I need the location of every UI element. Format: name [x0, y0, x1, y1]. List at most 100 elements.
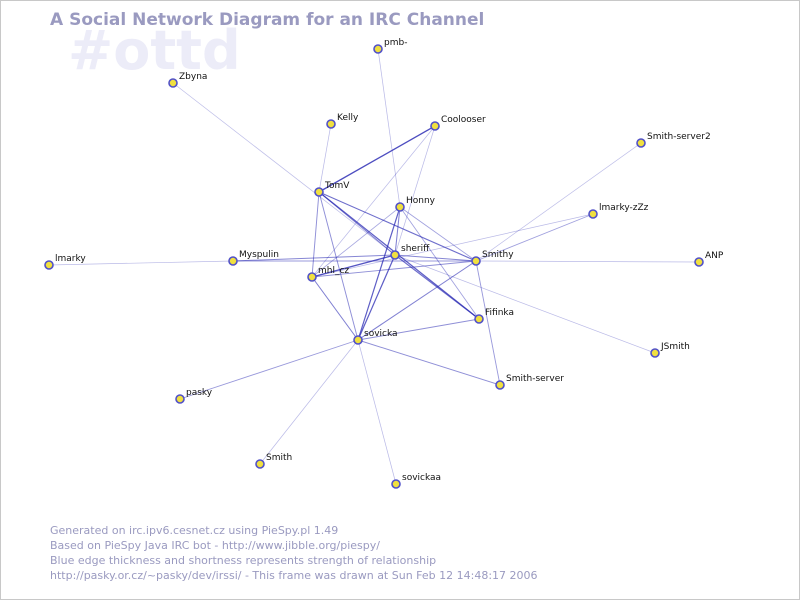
edge-smithy-sovicka [357, 260, 477, 341]
node-marker [168, 78, 178, 88]
edge-tomv-coolooser [318, 125, 436, 193]
edge-sheriff-jsmith [394, 254, 656, 354]
edge-mhl-cz-imarky-zzz [311, 213, 594, 278]
node-kelly: Kelly [326, 113, 359, 129]
node-honny: Honny [395, 196, 436, 212]
edge-sovicka-pasky [179, 339, 359, 400]
footer-line-generated: Generated on irc.ipv6.cesnet.cz using Pi… [50, 524, 339, 537]
node-label: pmb- [384, 38, 407, 48]
node-marker [694, 257, 704, 267]
node-label: pasky [186, 388, 213, 398]
node-label: ANP [705, 251, 724, 261]
node-sheriff: sheriff [390, 244, 430, 260]
footer: Generated on irc.ipv6.cesnet.cz using Pi… [50, 523, 538, 583]
footer-line-drawn-at: http://pasky.or.cz/~pasky/dev/irssi/ - T… [50, 569, 538, 582]
node-sovickaa: sovickaa [391, 473, 441, 489]
edge-smithy-mhl-cz [311, 260, 477, 278]
edge-tomv-mhl-cz [311, 191, 320, 278]
channel-watermark: #ottd [68, 19, 241, 82]
node-label: Fifinka [485, 308, 514, 318]
node-pasky: pasky [175, 388, 213, 404]
edge-sovicka-sovickaa [357, 339, 397, 485]
node-marker [390, 250, 400, 260]
node-pmb: pmb- [373, 38, 407, 54]
node-marker [471, 256, 481, 266]
node-label: Kelly [337, 113, 359, 123]
node-marker [395, 202, 405, 212]
node-mhl-cz: mhl_cz [307, 266, 349, 282]
node-marker [588, 209, 598, 219]
node-label: Smith-server [506, 374, 564, 384]
edges-layer [48, 48, 700, 485]
node-label: Smithy [482, 250, 514, 260]
edge-honny-sovicka [357, 206, 401, 341]
node-jsmith: JSmith [650, 342, 690, 358]
edge-sheriff-myspulin [232, 254, 396, 262]
edge-honny-smithy [399, 206, 477, 262]
edge-tomv-kelly [318, 123, 332, 193]
node-marker [430, 121, 440, 131]
node-marker [636, 138, 646, 148]
node-marker [495, 380, 505, 390]
edge-sheriff-zbyna [172, 82, 396, 256]
edge-smithy-smith-server2 [475, 142, 642, 262]
node-label: mhl_cz [318, 266, 349, 276]
node-label: lmarky [55, 254, 86, 264]
node-marker [44, 260, 54, 270]
node-label: Zbyna [179, 72, 207, 82]
node-marker [175, 394, 185, 404]
node-label: JSmith [660, 342, 690, 352]
node-zbyna: Zbyna [168, 72, 207, 88]
node-label: TomV [324, 181, 350, 191]
node-marker [326, 119, 336, 129]
node-label: Coolooser [441, 115, 486, 125]
edge-smithy-anp [475, 260, 700, 263]
node-smithy: Smithy [471, 250, 514, 266]
edge-tomv-sovicka [318, 191, 359, 341]
edge-sovicka-mhl-cz [311, 276, 359, 341]
edge-smithy-imarky-zzz [475, 213, 594, 262]
node-label: Honny [406, 196, 436, 206]
edge-mhl-cz-coolooser [311, 125, 436, 278]
node-anp: ANP [694, 251, 724, 267]
node-marker [353, 335, 363, 345]
node-label: Smith [266, 453, 292, 463]
node-imarky-zzz: lmarky-zZz [588, 203, 649, 219]
node-label: Myspulin [239, 250, 279, 260]
edge-smithy-smith-server [475, 260, 501, 386]
node-smith: Smith [255, 453, 292, 469]
edge-myspulin-imarky [48, 260, 234, 266]
edge-sovicka-smith-server [357, 339, 501, 386]
diagram-title: A Social Network Diagram for an IRC Chan… [50, 10, 485, 30]
node-marker [307, 272, 317, 282]
edge-honny-mhl-cz [311, 206, 401, 278]
node-marker [228, 256, 238, 266]
node-coolooser: Coolooser [430, 115, 486, 131]
node-marker [314, 187, 324, 197]
edge-sovicka-fifinka [357, 318, 480, 341]
footer-line-legend: Blue edge thickness and shortness repres… [50, 554, 437, 567]
node-marker [650, 348, 660, 358]
edge-sovicka-smith [259, 339, 359, 465]
node-label: sovicka [364, 329, 398, 339]
node-fifinka: Fifinka [474, 308, 514, 324]
edge-honny-pmb [377, 48, 401, 208]
edge-sheriff-mhl-cz [311, 254, 396, 278]
node-marker [474, 314, 484, 324]
node-smith-server: Smith-server [495, 374, 564, 390]
node-marker [391, 479, 401, 489]
node-sovicka: sovicka [353, 329, 398, 345]
node-marker [255, 459, 265, 469]
node-label: sovickaa [402, 473, 441, 483]
node-tomv: TomV [314, 181, 350, 197]
node-label: Smith-server2 [647, 132, 711, 142]
edge-sheriff-smithy [394, 254, 477, 262]
node-marker [373, 44, 383, 54]
node-label: lmarky-zZz [599, 203, 649, 213]
node-smith-server2: Smith-server2 [636, 132, 711, 148]
edge-honny-sheriff [394, 206, 401, 256]
edge-coolooser-sheriff [394, 125, 436, 256]
node-myspulin: Myspulin [228, 250, 279, 266]
